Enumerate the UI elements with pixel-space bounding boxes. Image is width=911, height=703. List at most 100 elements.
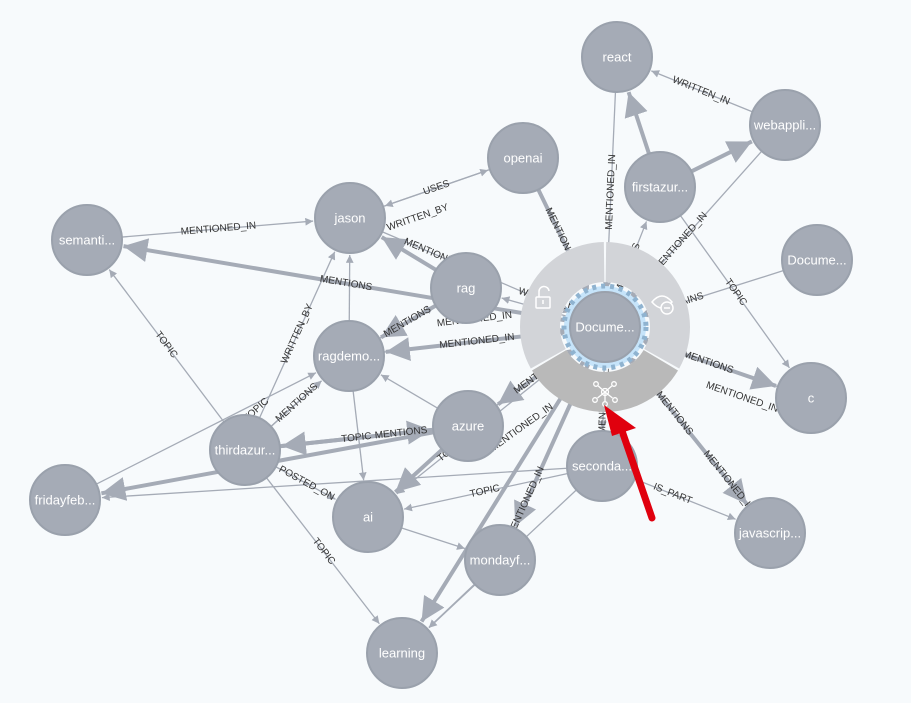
relationship-line[interactable]: [651, 70, 753, 113]
relationship-line[interactable]: [404, 472, 568, 512]
node-doc[interactable]: Docume...: [569, 291, 641, 363]
node-label: jason: [333, 211, 365, 226]
node-circle[interactable]: [569, 291, 641, 363]
relationship[interactable]: [380, 374, 439, 409]
relationship[interactable]: [690, 139, 753, 174]
node-mondayf[interactable]: mondayf...: [464, 524, 536, 596]
relationship[interactable]: [419, 355, 589, 623]
expand-node-button[interactable]: [531, 350, 679, 413]
relationship[interactable]: [651, 70, 753, 113]
node-openai[interactable]: openai: [487, 122, 559, 194]
node-circle[interactable]: [332, 481, 404, 553]
relationship[interactable]: [123, 238, 571, 324]
node-rag[interactable]: rag: [430, 252, 502, 324]
unlock-node-button[interactable]: [520, 242, 605, 369]
relationship-line[interactable]: [101, 467, 568, 502]
node-c[interactable]: c: [775, 362, 847, 434]
relationship-line[interactable]: [95, 372, 317, 485]
relationship[interactable]: [258, 251, 336, 419]
relationship-line[interactable]: [679, 215, 790, 369]
node-docright[interactable]: Docume...: [781, 224, 853, 296]
relationship-line[interactable]: [352, 390, 367, 481]
relationship-line[interactable]: [419, 355, 589, 623]
relationship-line[interactable]: [275, 466, 336, 500]
node-react[interactable]: react: [581, 21, 653, 93]
relationship[interactable]: [108, 269, 225, 423]
relationship[interactable]: [275, 466, 336, 500]
relationship-line[interactable]: [379, 303, 437, 340]
relationship-line[interactable]: [123, 238, 571, 324]
node-circle[interactable]: [464, 524, 536, 596]
node-circle[interactable]: [624, 151, 696, 223]
node-seconda[interactable]: seconda...: [566, 430, 638, 502]
graph-expand-icon: [592, 381, 618, 407]
relationship-line[interactable]: [279, 420, 432, 449]
relationship-line[interactable]: [108, 269, 225, 423]
relationship[interactable]: [624, 91, 651, 155]
node-circle[interactable]: [581, 21, 653, 93]
node-azure[interactable]: azure: [432, 390, 504, 462]
relationship[interactable]: [101, 467, 568, 502]
relationship[interactable]: [265, 477, 380, 625]
relationship-line[interactable]: [690, 139, 753, 174]
node-circle[interactable]: [749, 89, 821, 161]
relationship-label: MENTIONED_IN: [180, 220, 256, 237]
relationship[interactable]: [634, 478, 736, 521]
node-circle[interactable]: [366, 617, 438, 689]
node-circle[interactable]: [432, 390, 504, 462]
relationship[interactable]: [121, 217, 314, 238]
relationship[interactable]: [95, 372, 317, 485]
relationship[interactable]: [270, 380, 322, 428]
dismiss-node-button[interactable]: [605, 242, 690, 369]
node-thirdazur[interactable]: thirdazur...: [209, 414, 281, 486]
node-webappli[interactable]: webappli...: [749, 89, 821, 161]
node-circle[interactable]: [430, 252, 502, 324]
node-circle[interactable]: [209, 414, 281, 486]
relationship[interactable]: [404, 472, 568, 512]
relationship-line[interactable]: [401, 527, 466, 550]
relationship-line[interactable]: [265, 477, 380, 625]
relationship-line[interactable]: [380, 374, 439, 409]
node-label: azure: [452, 419, 485, 434]
relationship-line[interactable]: [634, 478, 736, 521]
node-firstazur[interactable]: firstazur...: [624, 151, 696, 223]
node-circle[interactable]: [51, 204, 123, 276]
relationship-line[interactable]: [270, 380, 322, 428]
relationship[interactable]: [279, 420, 432, 449]
relationship[interactable]: [384, 168, 491, 208]
node-learning[interactable]: learning: [366, 617, 438, 689]
node-circle[interactable]: [781, 224, 853, 296]
node-circle[interactable]: [313, 320, 385, 392]
node-circle[interactable]: [314, 182, 386, 254]
relationship[interactable]: [352, 390, 367, 481]
node-semanti[interactable]: semanti...: [51, 204, 123, 276]
node-ai[interactable]: ai: [332, 481, 404, 553]
relationship[interactable]: [401, 527, 466, 550]
node-circle[interactable]: [775, 362, 847, 434]
relationship-line[interactable]: [380, 235, 438, 272]
node-label: ragdemo...: [318, 349, 380, 364]
relationship-label: USES: [422, 178, 452, 197]
relationship-label: TOPIC: [152, 330, 179, 361]
node-fridayfeb[interactable]: fridayfeb...: [29, 464, 101, 536]
relationship-line[interactable]: [258, 251, 336, 419]
node-javascrip[interactable]: javascrip...: [734, 497, 806, 569]
relationship[interactable]: [394, 448, 444, 494]
relationship-line[interactable]: [624, 91, 651, 155]
node-label: learning: [379, 646, 425, 661]
node-ragdemo[interactable]: ragdemo...: [313, 320, 385, 392]
node-label: javascrip...: [738, 526, 801, 541]
node-jason[interactable]: jason: [314, 182, 386, 254]
relationship-line[interactable]: [384, 168, 491, 208]
node-circle[interactable]: [487, 122, 559, 194]
relationship-line[interactable]: [121, 217, 314, 238]
relationship-label: IS_PART: [652, 481, 694, 506]
node-circle[interactable]: [29, 464, 101, 536]
relationship[interactable]: [679, 215, 790, 369]
node-circle[interactable]: [734, 497, 806, 569]
relationship[interactable]: [379, 303, 437, 340]
relationship-line[interactable]: [394, 448, 444, 494]
relationship-label: TOPIC: [310, 536, 337, 567]
relationship[interactable]: [380, 235, 438, 272]
